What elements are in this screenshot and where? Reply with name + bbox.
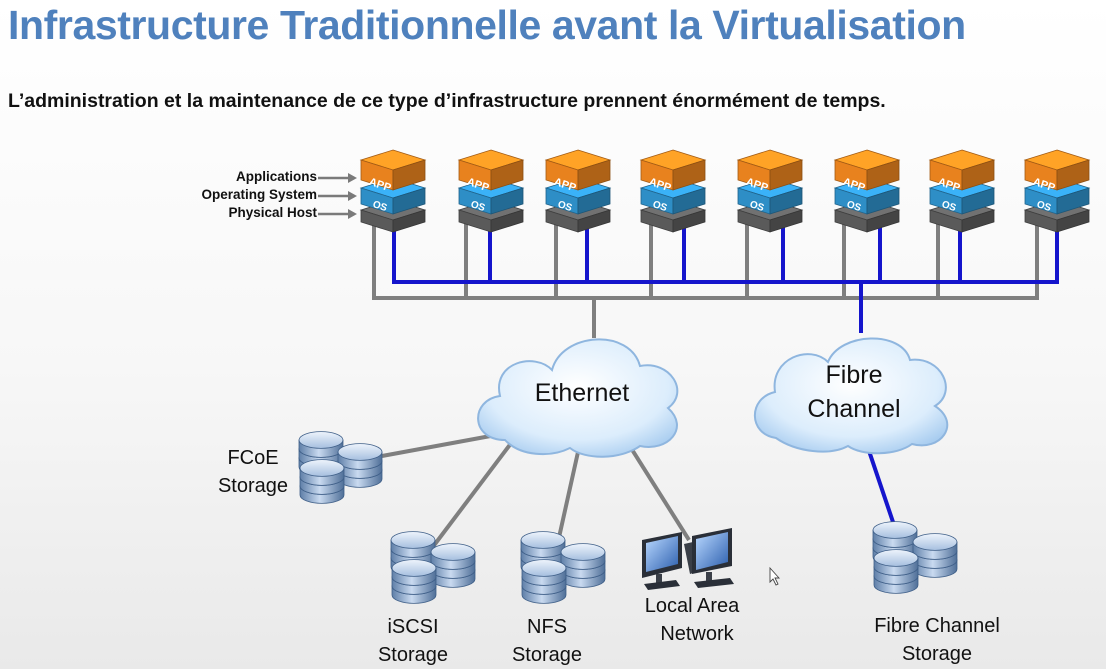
- app-layer: [928, 149, 996, 191]
- nfs-label-line1: NFS: [527, 616, 567, 638]
- os-label: OS: [940, 199, 957, 214]
- fc-storage-label-line1: Fibre Channel: [874, 615, 1000, 637]
- legend-applications: Applications: [236, 169, 317, 184]
- ethernet-cloud: Ethernet: [477, 338, 679, 458]
- fibre-channel-cloud: Fibre Channel: [753, 337, 949, 455]
- os-label: OS: [556, 199, 573, 214]
- app-layer: [639, 149, 707, 191]
- iscsi-label-line2: Storage: [378, 644, 448, 666]
- disk-icon: [299, 459, 345, 504]
- legend-operating-system: Operating System: [201, 187, 317, 202]
- nfs-storage-icon: [520, 531, 606, 604]
- disk-icon: [912, 533, 958, 578]
- lan-label-line1: Local Area: [645, 595, 740, 617]
- iscsi-storage-icon: [390, 531, 476, 604]
- os-label: OS: [469, 199, 486, 214]
- app-layer: [544, 149, 612, 191]
- os-label: OS: [371, 199, 388, 214]
- iscsi-label-line1: iSCSI: [387, 616, 438, 638]
- workstation-icon: [692, 528, 734, 588]
- fcoe-label-line1: FCoE: [227, 447, 278, 469]
- os-label: OS: [651, 199, 668, 214]
- disk-icon: [873, 549, 919, 594]
- app-layer: [1023, 149, 1091, 191]
- disk-icon: [430, 543, 476, 588]
- page-title: Infrastructure Traditionnelle avant la V…: [8, 2, 966, 48]
- ethernet-label: Ethernet: [535, 379, 630, 407]
- app-layer: [359, 149, 427, 191]
- fcoe-storage-icon: [298, 431, 383, 504]
- disk-icon: [521, 559, 567, 604]
- app-layer: [833, 149, 901, 191]
- disk-icon: [337, 443, 383, 488]
- fibre-channel-label-line1: Fibre: [826, 361, 883, 389]
- nfs-label-line2: Storage: [512, 644, 582, 666]
- fibre-storage-link: [864, 441, 895, 523]
- app-layer: [736, 149, 804, 191]
- os-label: OS: [845, 199, 862, 214]
- ethernet-links: [381, 433, 691, 550]
- disk-icon: [391, 559, 437, 604]
- page-subtitle: L’administration et la maintenance de ce…: [8, 90, 886, 112]
- ethernet-bus: [372, 222, 1039, 338]
- os-label: OS: [1035, 199, 1052, 214]
- legend-arrows: [318, 173, 357, 219]
- fc-storage-label-line2: Storage: [902, 643, 972, 665]
- lan-label-line2: Network: [660, 623, 734, 645]
- fibre-channel-storage-icon: [872, 521, 958, 594]
- legend-physical-host: Physical Host: [228, 205, 317, 220]
- fibre-channel-label-line2: Channel: [807, 395, 900, 423]
- cursor-icon: [769, 566, 781, 586]
- fibre-channel-bus: [392, 222, 1059, 333]
- os-label: OS: [748, 199, 765, 214]
- fcoe-label-line2: Storage: [218, 475, 288, 497]
- disk-icon: [560, 543, 606, 588]
- app-layer: [457, 149, 525, 191]
